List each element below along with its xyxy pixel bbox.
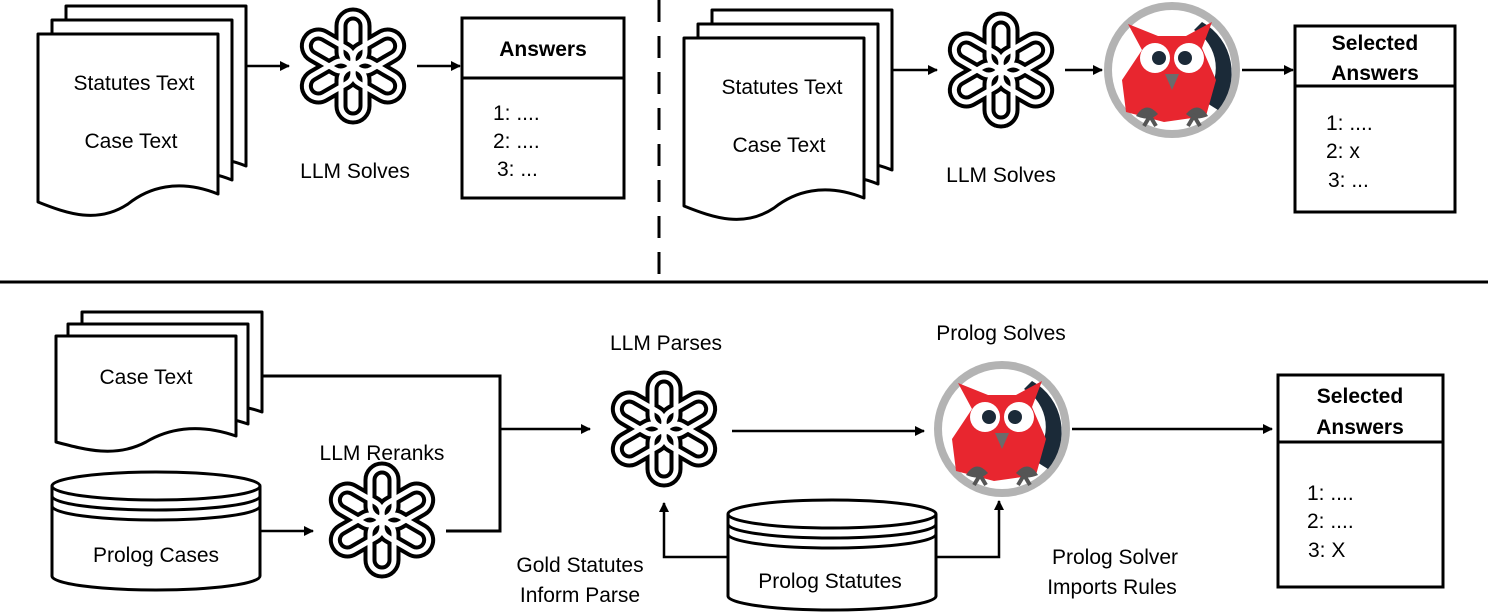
top-left-answers-box: Answers 1: .... 2: .... 3: ... <box>460 16 626 200</box>
openai-knot-icon <box>613 377 715 481</box>
top-right-answers-title-2: Answers <box>1331 62 1419 85</box>
top-right-answer-3: 3: ... <box>1328 169 1369 192</box>
bottom-answer-1: 1: .... <box>1307 482 1354 505</box>
bottom-answers-box: Selected Answers 1: .... 2: .... 3: X <box>1276 373 1445 589</box>
top-right-answer-2: 2: x <box>1326 140 1360 163</box>
top-right-pipeline: Statutes Text Case Text LLM Solves Selec… <box>682 0 1457 221</box>
swi-prolog-owl-icon <box>932 359 1072 499</box>
prolog-cases-database: Prolog Cases <box>50 470 262 592</box>
prolog-statutes-label: Prolog Statutes <box>758 570 902 593</box>
top-left-answer-1: 1: .... <box>493 102 540 125</box>
arrow-statutes-to-parser <box>659 502 728 559</box>
top-right-document-stack: Statutes Text Case Text <box>682 8 894 221</box>
prolog-cases-label: Prolog Cases <box>93 544 219 567</box>
top-left-answer-2: 2: .... <box>493 130 540 153</box>
bottom-case-document-stack: Case Text <box>54 310 264 453</box>
top-left-answers-title: Answers <box>499 38 587 61</box>
bottom-case-doc-label: Case Text <box>100 366 193 389</box>
bottom-answer-3: 3: X <box>1308 539 1345 562</box>
gold-statutes-label-2: Inform Parse <box>520 584 640 607</box>
bottom-answers-title-1: Selected <box>1317 385 1403 408</box>
openai-knot-icon <box>302 14 404 118</box>
top-left-doc-case: Case Text <box>85 130 178 153</box>
bottom-pipeline: Case Text Prolog Cases LLM Reranks LLM P… <box>50 310 1445 612</box>
imports-rules-label-1: Prolog Solver <box>1052 546 1178 569</box>
openai-knot-icon <box>331 468 433 572</box>
top-right-llm-label: LLM Solves <box>946 164 1056 187</box>
top-right-answer-1: 1: .... <box>1326 112 1373 135</box>
swi-prolog-owl-icon <box>1102 0 1242 140</box>
openai-knot-icon <box>950 18 1052 122</box>
top-right-doc-statutes: Statutes Text <box>721 76 842 99</box>
top-left-doc-statutes: Statutes Text <box>73 72 194 95</box>
top-left-pipeline: Statutes Text Case Text LLM Solves Answe… <box>36 4 626 217</box>
top-left-document-stack: Statutes Text Case Text <box>36 4 248 217</box>
gold-statutes-label-1: Gold Statutes <box>516 554 643 577</box>
top-right-answers-title-1: Selected <box>1332 32 1418 55</box>
parser-label: LLM Parses <box>610 332 722 355</box>
top-right-doc-case: Case Text <box>733 134 826 157</box>
bottom-answer-2: 2: .... <box>1307 510 1354 533</box>
merge-lines <box>262 374 502 533</box>
reranker-label: LLM Reranks <box>320 442 445 465</box>
top-left-answer-3: 3: ... <box>497 158 538 181</box>
top-left-llm-label: LLM Solves <box>300 160 410 183</box>
arrow-statutes-to-prolog <box>936 500 1004 559</box>
prolog-solves-label: Prolog Solves <box>936 322 1066 345</box>
top-right-answers-box: Selected Answers 1: .... 2: x 3: ... <box>1293 24 1457 214</box>
imports-rules-label-2: Imports Rules <box>1047 576 1177 599</box>
prolog-statutes-database: Prolog Statutes <box>726 498 938 612</box>
bottom-answers-title-2: Answers <box>1316 416 1404 439</box>
